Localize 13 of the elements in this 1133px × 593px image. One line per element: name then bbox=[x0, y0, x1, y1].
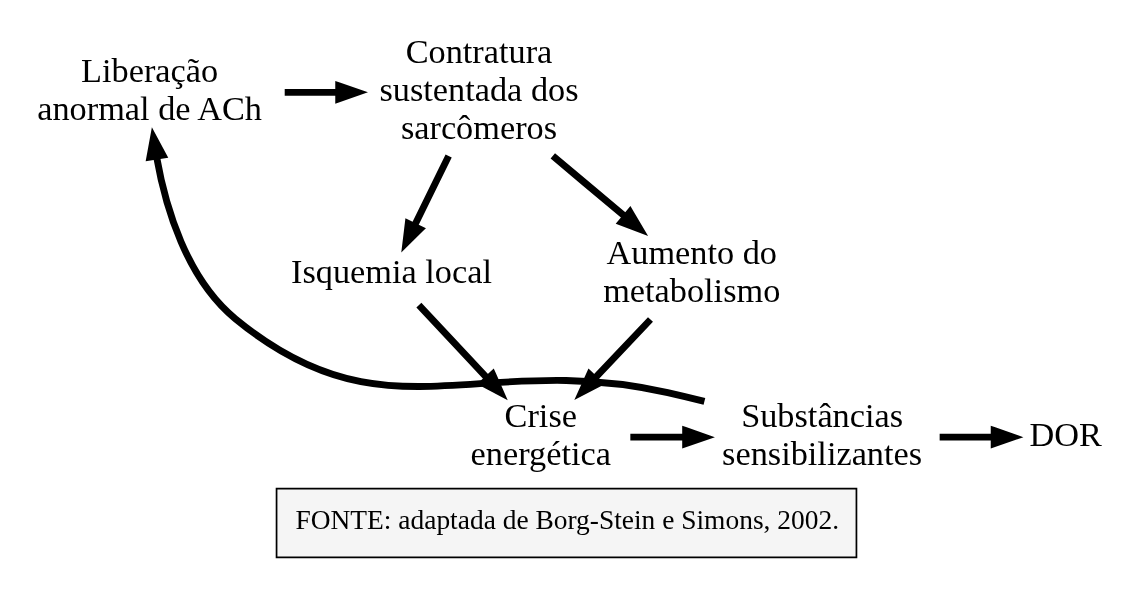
node-text: Contratura sustentada dos sarcômeros bbox=[379, 32, 579, 146]
arrow bbox=[401, 154, 452, 253]
node-text: DOR bbox=[1029, 414, 1102, 453]
node-text: Substâncias sensibilizantes bbox=[722, 395, 923, 472]
arrow bbox=[284, 80, 368, 104]
arrow bbox=[550, 153, 649, 236]
node-text: Liberação anormal de ACh bbox=[37, 51, 262, 127]
node-text: Crise energética bbox=[470, 395, 611, 472]
node-text: Isquemia local bbox=[291, 251, 492, 290]
node-text: Aumento do metabolismo bbox=[603, 232, 781, 309]
arrow bbox=[939, 425, 1024, 449]
arrow bbox=[145, 127, 706, 405]
caption: FONTE: adaptada de Borg-Stein e Simons, 2002. bbox=[295, 505, 840, 536]
